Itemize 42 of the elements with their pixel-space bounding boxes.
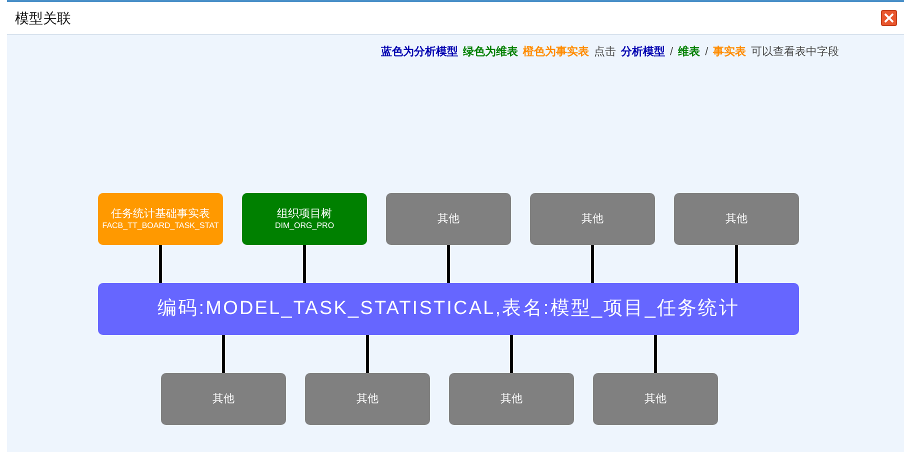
table-name: 其他 bbox=[438, 212, 460, 226]
color-key-text: 蓝色为分析模型 bbox=[381, 46, 458, 58]
model-bar bbox=[98, 283, 799, 335]
table-name: 其他 bbox=[582, 212, 604, 226]
connector-line bbox=[591, 245, 594, 283]
table-name: 其他 bbox=[356, 392, 378, 406]
table-name: 其他 bbox=[726, 212, 748, 226]
table-box bbox=[386, 193, 511, 245]
note-text: 可以查看表中字段 bbox=[751, 46, 840, 58]
connector-line bbox=[159, 245, 162, 283]
color-key-text: 绿色为维表 bbox=[463, 46, 518, 58]
model-title: 编码:MODEL_TASK_STATISTICAL,表名:模型_项目_任务统计 bbox=[158, 298, 740, 320]
table-box bbox=[674, 193, 799, 245]
table-box bbox=[530, 193, 655, 245]
separator-text: / bbox=[705, 46, 708, 58]
table-box bbox=[161, 373, 286, 425]
note-text: 点击 bbox=[594, 46, 616, 58]
dialog-title: 模型关联 bbox=[15, 10, 71, 26]
table-box bbox=[242, 193, 367, 245]
table-box bbox=[305, 373, 430, 425]
connector-line bbox=[510, 335, 513, 373]
table-name: 其他 bbox=[500, 392, 522, 406]
table-name: 组织项目树 bbox=[277, 208, 332, 220]
connector-line bbox=[366, 335, 369, 373]
table-code: FACB_TT_BOARD_TASK_STAT bbox=[102, 220, 219, 230]
connector-line bbox=[303, 245, 306, 283]
separator-text: / bbox=[670, 46, 674, 58]
table-name: 任务统计基础事实表 bbox=[111, 208, 210, 220]
link-text: 分析模型 bbox=[621, 46, 665, 58]
link-text: 事实表 bbox=[713, 46, 746, 58]
color-key-text: 橙色为事实表 bbox=[523, 46, 589, 58]
table-name: 其他 bbox=[644, 392, 666, 406]
connector-line bbox=[447, 245, 450, 283]
connector-line bbox=[222, 335, 225, 373]
table-box bbox=[593, 373, 718, 425]
connector-line bbox=[654, 335, 657, 373]
link-text: 维表 bbox=[678, 46, 700, 58]
table-box bbox=[98, 193, 223, 245]
table-name: 其他 bbox=[212, 392, 234, 406]
connector-line bbox=[735, 245, 738, 283]
table-code: DIM_ORG_PRO bbox=[274, 220, 334, 230]
table-box bbox=[449, 373, 574, 425]
